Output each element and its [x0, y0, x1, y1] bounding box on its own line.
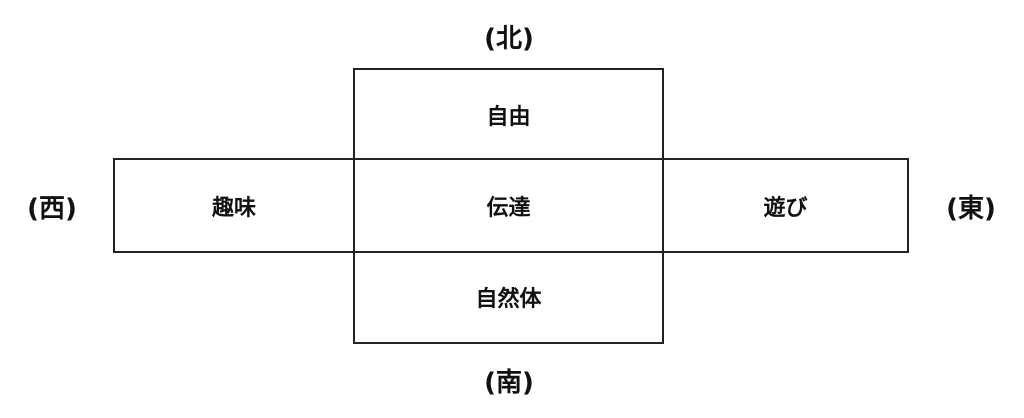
- cell-top-text: 自由: [486, 104, 531, 130]
- vertical-band-box: [353, 68, 664, 344]
- cell-bottom-text: 自然体: [475, 287, 542, 312]
- direction-label-west: (西): [27, 193, 77, 224]
- cell-center-text: 伝達: [486, 195, 531, 221]
- direction-label-north: (北): [484, 23, 534, 54]
- direction-label-south: (南): [484, 367, 534, 398]
- cell-left-text: 趣味: [211, 195, 256, 221]
- direction-label-east: (東): [946, 193, 996, 224]
- horizontal-band-box: [113, 158, 909, 253]
- cell-right-text: 遊び: [763, 195, 808, 221]
